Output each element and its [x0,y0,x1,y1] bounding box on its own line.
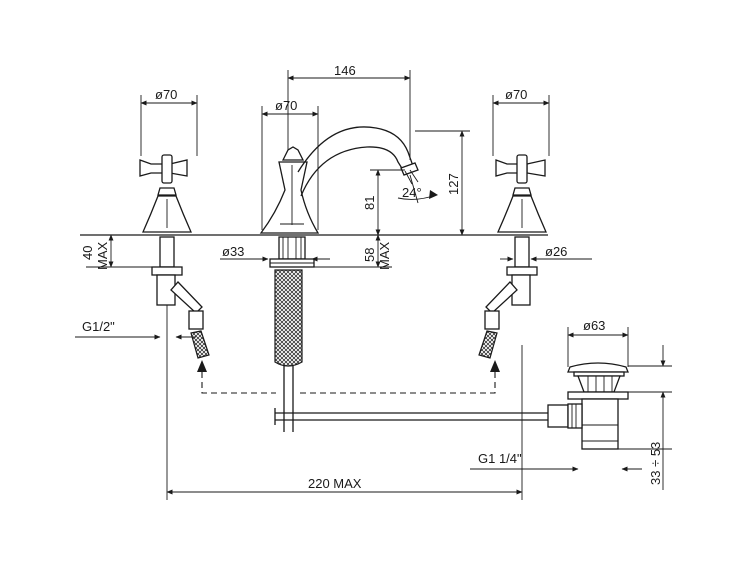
dim-spout-base-dia: ø70 [275,98,297,113]
right-handle-valve [478,154,548,359]
flow-lines [197,360,500,394]
spout-shank [269,236,315,432]
dim-center-spread: 220 MAX [308,476,362,491]
spout [259,126,419,234]
dim-left-handle-dia: ø70 [155,87,177,102]
dimension-lines [75,70,672,500]
waste-rod [274,404,569,428]
drain-waste [567,362,629,450]
dim-shank-length-max: MAX [377,242,392,271]
dim-shank-length: 58 [362,248,377,262]
dim-spout-height: 81 [362,196,377,210]
dim-deck-thickness-max: MAX [95,242,110,271]
dim-spout-offset: 146 [334,63,356,78]
left-handle-valve [139,154,210,359]
dim-total-height: 127 [446,173,461,195]
dim-deck-thickness: 40 [80,246,95,260]
dim-drain-dia: ø63 [583,318,605,333]
dim-inlet-thread: G1/2" [82,319,115,334]
dim-spout-shank-dia: ø33 [222,244,244,259]
dim-drain-range: 33 ÷ 53 [648,442,663,485]
dim-right-handle-dia: ø70 [505,87,527,102]
dim-spout-angle: 24° [402,185,422,200]
dim-drain-thread: G1 1/4" [478,451,522,466]
dim-valve-shank-dia: ø26 [545,244,567,259]
